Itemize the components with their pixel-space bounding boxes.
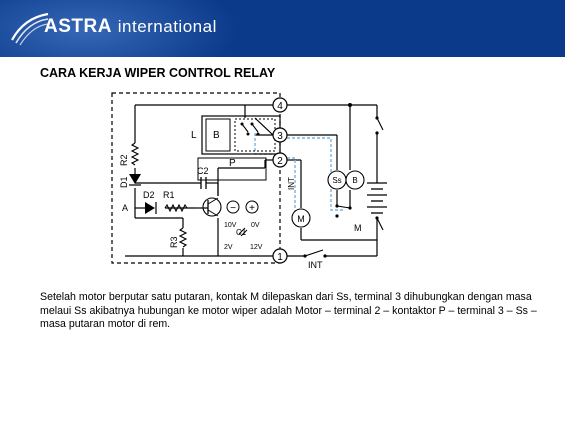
terminal-1: [272, 248, 288, 264]
motor-m-label: M: [354, 223, 362, 233]
header-glow: [0, 0, 240, 57]
d1-label: D1: [119, 176, 129, 188]
slide-title: CARA KERJA WIPER CONTROL RELAY: [40, 66, 276, 80]
capacitor-c1: [238, 227, 246, 235]
r2-label: R2: [119, 154, 129, 166]
switch-b: [345, 170, 365, 190]
motor-symbol-label: M: [297, 214, 305, 224]
int-vertical-label: INT: [287, 177, 296, 190]
c2-label: C2: [197, 166, 209, 176]
node-a-label: A: [122, 203, 128, 213]
c1-minus-terminal: [226, 200, 240, 214]
int-bottom-label: INT: [308, 260, 323, 270]
main-switch: [376, 117, 384, 131]
voltage-2v-label: 2V: [224, 244, 233, 251]
current-path-highlight: [254, 133, 343, 214]
switch-ss-label: Ss: [332, 176, 341, 185]
resistor-r2: [130, 142, 140, 166]
wiper-relay-circuit-diagram: 4 3 2 1 L B P R2 D1 C2 D2 R1 A R3 C1 10V…: [111, 92, 387, 270]
terminal-2: [272, 152, 288, 168]
int-switch: [304, 249, 324, 257]
brand-name-light: international: [117, 17, 217, 36]
circuit-wires: [125, 104, 378, 257]
astra-logo-icon: [11, 12, 49, 46]
c1-plus-label: +: [249, 203, 255, 214]
switch-b-label: B: [352, 176, 357, 185]
header-bar: ASTRA international: [0, 0, 565, 57]
resistor-r3: [178, 227, 188, 248]
r3-label: R3: [169, 236, 179, 248]
relay-contact-p-label: P: [229, 158, 236, 169]
terminal-2-label: 2: [277, 156, 283, 167]
motor-symbol: [291, 208, 311, 228]
c1-plus-terminal: [245, 200, 259, 214]
d2-label: D2: [143, 190, 155, 200]
relay-contact-p-box: [197, 157, 267, 181]
terminal-3: [272, 127, 288, 143]
terminal-3-label: 3: [277, 131, 283, 142]
relay-coil-b: [205, 118, 231, 152]
slide-caption: Setelah motor berputar satu putaran, kon…: [40, 291, 537, 331]
transistor: [202, 197, 222, 217]
battery: [367, 182, 387, 214]
resistor-r1: [164, 203, 188, 213]
diode-d2: [145, 202, 155, 214]
terminal-1-label: 1: [277, 252, 283, 263]
relay-housing-outline: [111, 92, 281, 264]
diode-d1: [129, 174, 141, 184]
brand-name-bold: ASTRA: [44, 16, 112, 37]
r1-label: R1: [163, 190, 175, 200]
terminal-4-label: 4: [277, 101, 283, 112]
c1-label: C1: [236, 228, 247, 237]
c1-minus-label: −: [230, 203, 236, 214]
voltage-12v-label: 12V: [250, 244, 263, 251]
relay-coil-label: L: [191, 130, 197, 141]
voltage-10v-label: 10V: [224, 222, 237, 229]
brand-name: ASTRA international: [44, 16, 217, 38]
voltage-0v-label: 0V: [251, 222, 260, 229]
relay-contact-b-label: B: [213, 130, 220, 141]
terminal-4: [272, 97, 288, 113]
